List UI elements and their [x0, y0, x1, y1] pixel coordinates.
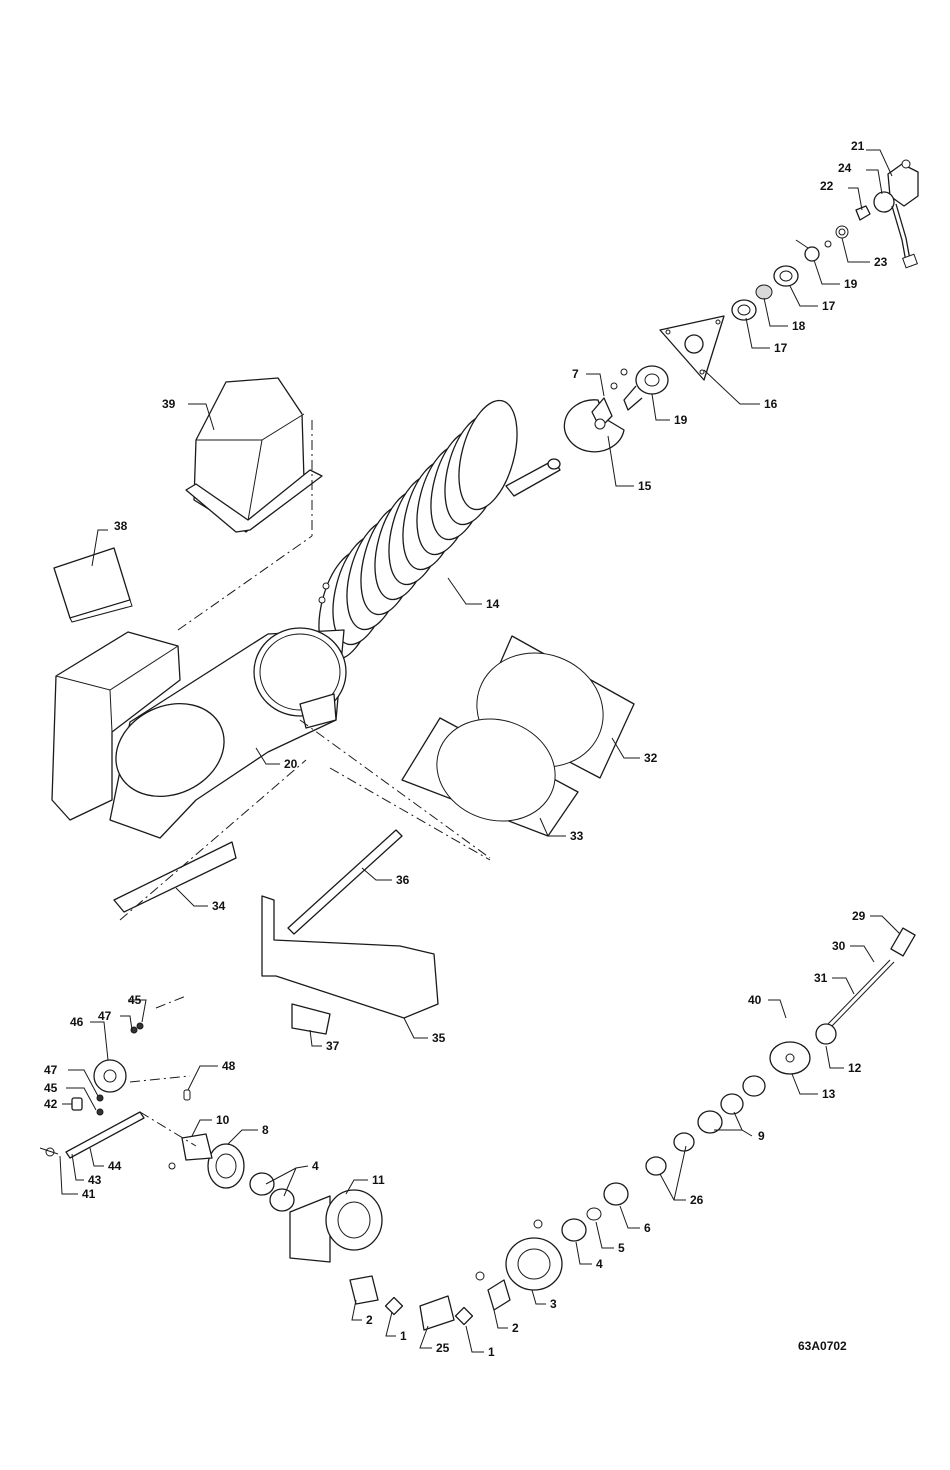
drive-chain — [40, 1112, 144, 1158]
callout-38: 38 — [114, 519, 128, 533]
callout-30: 30 — [832, 939, 846, 953]
auger-tube-hopper — [52, 628, 346, 838]
callout-37: 37 — [326, 1039, 340, 1053]
callout-29: 29 — [852, 909, 866, 923]
callout-18: 18 — [792, 319, 806, 333]
callout-2-left: 2 — [366, 1313, 373, 1327]
small-bracket — [292, 1004, 330, 1034]
callout-3: 3 — [550, 1297, 557, 1311]
callout-35: 35 — [432, 1031, 446, 1045]
discharge-hood — [186, 378, 322, 532]
callout-42: 42 — [44, 1097, 58, 1111]
parts-drawing — [40, 160, 918, 1330]
callout-23: 23 — [874, 255, 888, 269]
callout-7: 7 — [572, 367, 579, 381]
callout-39: 39 — [162, 397, 176, 411]
callout-47-lower: 47 — [44, 1063, 58, 1077]
callout-15: 15 — [638, 479, 652, 493]
callout-8: 8 — [262, 1123, 269, 1137]
flange-bracket — [290, 1190, 382, 1262]
callout-1-right: 1 — [488, 1345, 495, 1359]
callout-1-left: 1 — [400, 1329, 407, 1343]
callout-17-upper: 17 — [822, 299, 836, 313]
callout-14: 14 — [486, 597, 500, 611]
callout-4-left: 4 — [312, 1159, 319, 1173]
callout-13: 13 — [822, 1087, 836, 1101]
support-strut — [288, 830, 402, 934]
shaft-bearing-set — [169, 1134, 294, 1211]
support-frame — [262, 896, 438, 1018]
callout-44: 44 — [108, 1159, 122, 1173]
callout-19-upper: 19 — [844, 277, 858, 291]
drive-sprocket — [72, 1023, 190, 1115]
bearing-hub — [476, 1220, 562, 1290]
drawing-code: 63A0702 — [798, 1339, 847, 1353]
callout-33: 33 — [570, 829, 584, 843]
universal-joint — [350, 1276, 510, 1330]
callout-2-right: 2 — [512, 1321, 519, 1335]
callout-40: 40 — [748, 993, 762, 1007]
callout-36: 36 — [396, 873, 410, 887]
callout-45-lower: 45 — [44, 1081, 58, 1095]
callout-26: 26 — [690, 1193, 704, 1207]
callout-34: 34 — [212, 899, 226, 913]
callout-19-lower: 19 — [674, 413, 688, 427]
auger-end-disc — [564, 400, 624, 452]
callout-12: 12 — [848, 1061, 862, 1075]
callout-5: 5 — [618, 1241, 625, 1255]
callout-11: 11 — [372, 1173, 385, 1187]
callout-22: 22 — [820, 179, 834, 193]
callout-16: 16 — [764, 397, 778, 411]
callout-9: 9 — [758, 1129, 765, 1143]
bearing-flange-stack — [732, 266, 798, 320]
callout-21: 21 — [851, 139, 865, 153]
callout-46: 46 — [70, 1015, 84, 1029]
callout-10: 10 — [216, 1113, 230, 1127]
callout-4-right: 4 — [596, 1257, 603, 1271]
callout-48: 48 — [222, 1059, 236, 1073]
callout-25: 25 — [436, 1341, 450, 1355]
auger-flighting — [308, 394, 560, 666]
callout-47-upper: 47 — [98, 1009, 112, 1023]
spacer-ring-stack — [562, 1076, 765, 1241]
callout-41: 41 — [82, 1187, 96, 1201]
callout-31: 31 — [814, 971, 828, 985]
callout-6: 6 — [644, 1221, 651, 1235]
callout-45-upper: 45 — [128, 993, 142, 1007]
callout-43: 43 — [88, 1173, 102, 1187]
crank-hardware — [796, 206, 870, 261]
callout-20: 20 — [284, 757, 298, 771]
callout-32: 32 — [644, 751, 658, 765]
crank-bracket — [874, 160, 918, 268]
bearing-housing — [611, 366, 668, 410]
callout-24: 24 — [838, 161, 852, 175]
callout-17-lower: 17 — [774, 341, 788, 355]
